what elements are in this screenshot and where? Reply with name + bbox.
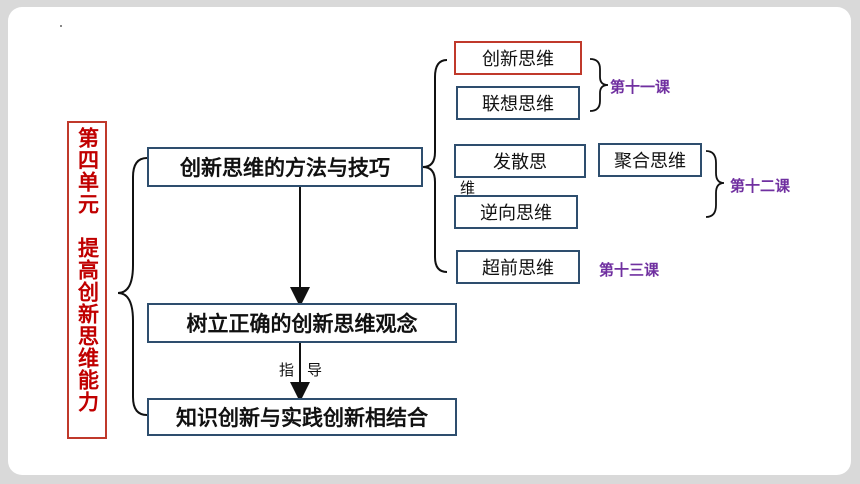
unit-title-box: 第四单元 提高创新思维能力 [67,121,107,439]
node-innovative: 创新思维 [454,41,582,75]
arrow-label-right: 导 [307,361,323,379]
node-divergent-tail: 维 [460,179,476,197]
node-convergent: 聚合思维 [598,143,702,177]
unit-title: 第四单元 提高创新思维能力 [75,127,100,413]
node-innovative-label: 创新思维 [482,49,554,70]
node-methods: 创新思维的方法与技巧 [147,147,423,187]
node-convergent-label: 聚合思维 [614,151,686,172]
node-concept: 树立正确的创新思维观念 [147,303,457,343]
node-associative-label: 联想思维 [482,94,554,115]
node-reverse: 逆向思维 [454,195,578,229]
lesson-12-label: 第十二课 [730,177,791,195]
node-advanced: 超前思维 [456,250,580,284]
node-divergent: 发散思 [454,144,586,178]
node-concept-label: 树立正确的创新思维观念 [186,312,418,336]
decor-dot [60,25,62,27]
node-divergent-label: 发散思 [493,152,547,173]
node-methods-label: 创新思维的方法与技巧 [180,156,390,180]
node-combine: 知识创新与实践创新相结合 [147,398,457,436]
arrow-label-left: 指 [279,361,295,379]
node-advanced-label: 超前思维 [482,258,554,279]
node-reverse-label: 逆向思维 [480,203,552,224]
lesson12-brace [705,150,725,218]
lesson-13-label: 第十三课 [599,261,660,279]
slide: 第四单元 提高创新思维能力 创新思维的方法与技巧 树立正确的创新思维观念 知识创… [8,7,851,475]
node-combine-label: 知识创新与实践创新相结合 [176,406,428,430]
main-brace [117,157,148,416]
lesson-11-label: 第十一课 [610,78,671,96]
lesson11-brace [589,58,609,112]
node-associative: 联想思维 [456,86,580,120]
methods-brace [422,59,448,273]
connector-lines [117,58,725,416]
